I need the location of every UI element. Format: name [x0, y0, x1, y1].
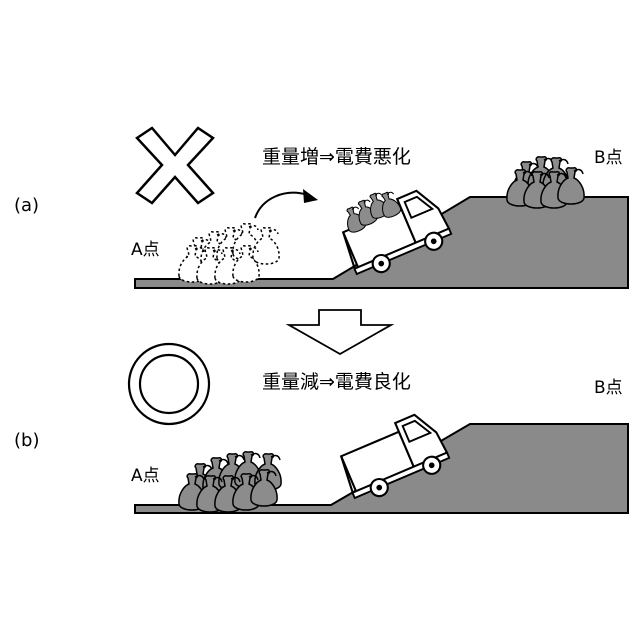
point-b-label: B点: [594, 378, 623, 398]
circle-mark-icon: [129, 344, 209, 424]
curved-arrow-icon: [255, 189, 318, 218]
panel-b: (b) 重量減⇒電費良化 A点 B点: [14, 344, 628, 513]
panel-b-tag: (b): [14, 430, 39, 451]
panel-a: (a) 重量増⇒電費悪化 A点 B点: [14, 128, 628, 288]
cross-mark-icon: [137, 128, 213, 203]
down-arrow-icon: [289, 310, 391, 354]
point-a-label: A点: [131, 466, 160, 486]
panel-a-tag: (a): [14, 195, 39, 216]
point-a-label: A点: [131, 240, 160, 260]
bag-pile-at-a: [179, 452, 281, 512]
dashed-bag-pile: [179, 224, 279, 284]
bag-pile-at-b: [507, 157, 584, 208]
caption-weight-increase: 重量増⇒電費悪化: [262, 146, 411, 168]
point-b-label: B点: [594, 148, 623, 168]
caption-weight-decrease: 重量減⇒電費良化: [262, 371, 411, 393]
